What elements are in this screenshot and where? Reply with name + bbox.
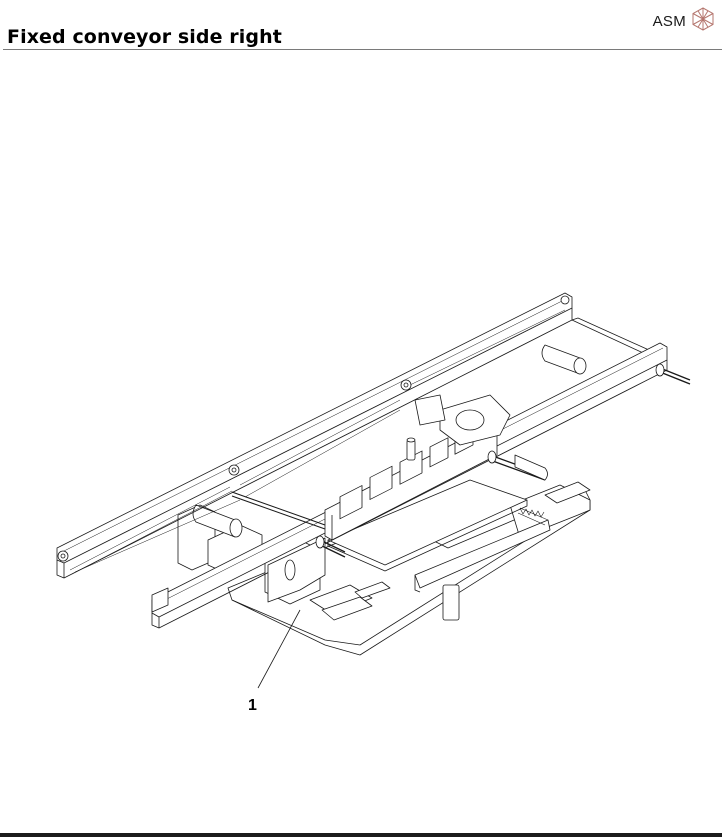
callout-number: 1 (248, 697, 257, 714)
brand-name: ASM (652, 12, 686, 30)
conveyor-assembly-illustration (56, 292, 691, 689)
page-header: Fixed conveyor side right ASM (0, 0, 722, 52)
header-divider (3, 49, 722, 50)
footer-divider (0, 833, 722, 837)
page-title: Fixed conveyor side right (7, 26, 282, 48)
technical-drawing (0, 52, 722, 822)
cube-wireframe-logo-icon (692, 7, 714, 35)
brand: ASM (652, 7, 714, 35)
